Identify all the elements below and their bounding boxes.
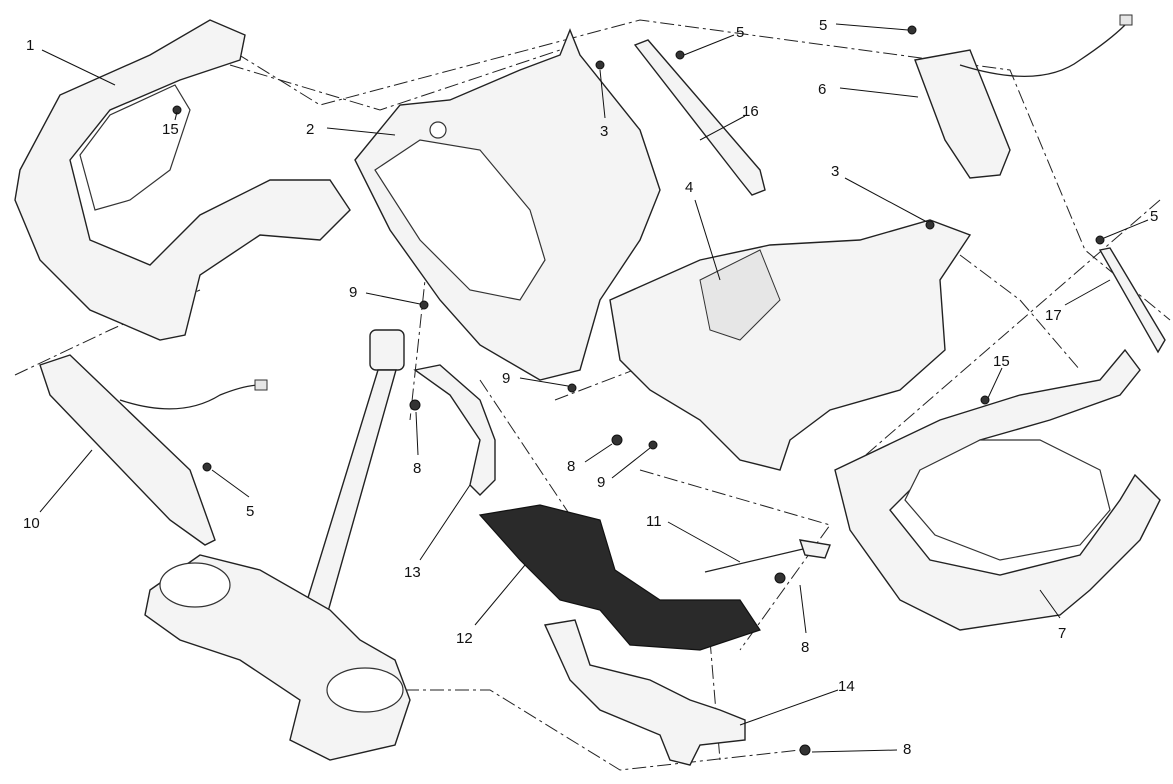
callout-9: 9 [349,284,357,301]
callout-4: 4 [685,179,693,196]
callout-8: 8 [801,639,809,656]
triple-clamp [144,554,411,761]
callout-1: 1 [26,37,34,54]
part-17-bracket [1098,247,1166,354]
callout-11: 11 [646,513,662,530]
callout-10: 10 [23,515,40,532]
callout-3: 3 [831,163,839,180]
callout-14: 14 [838,678,855,695]
part-14-bracket [543,619,746,766]
callout-15: 15 [162,121,179,138]
part-13-bracket [413,364,496,496]
callout-9: 9 [597,474,605,491]
part-1-frame [14,19,351,341]
callout-labels: 1 15 2 3 5 16 5 6 3 5 4 17 9 15 9 8 8 9 … [23,17,1158,758]
part-11-rod [704,539,831,573]
part-6-light [914,14,1133,179]
callout-5: 5 [819,17,827,34]
callout-2: 2 [306,121,314,138]
leader-lines [39,23,1149,753]
callout-17: 17 [1045,307,1062,324]
part-2-inner-panel [354,28,661,381]
part-10-light [39,354,268,546]
callout-3: 3 [600,123,608,140]
callout-5: 5 [246,503,254,520]
callout-8: 8 [413,460,421,477]
callout-6: 6 [818,81,826,98]
assembly-lines [14,19,1171,771]
callout-5: 5 [736,24,744,41]
part-4-inner-panel [609,219,972,471]
callout-15: 15 [993,353,1010,370]
part-12-air-duct [478,504,761,651]
callout-7: 7 [1058,625,1066,642]
callout-5: 5 [1150,208,1158,225]
callout-16: 16 [742,103,759,120]
callout-8: 8 [567,458,575,475]
steering-stem [294,329,405,641]
part-16-bracket [633,39,766,196]
callout-13: 13 [404,564,421,581]
callout-8: 8 [903,741,911,758]
callout-12: 12 [456,630,473,647]
part-7-lower-fairing [834,348,1161,631]
callout-9: 9 [502,370,510,387]
